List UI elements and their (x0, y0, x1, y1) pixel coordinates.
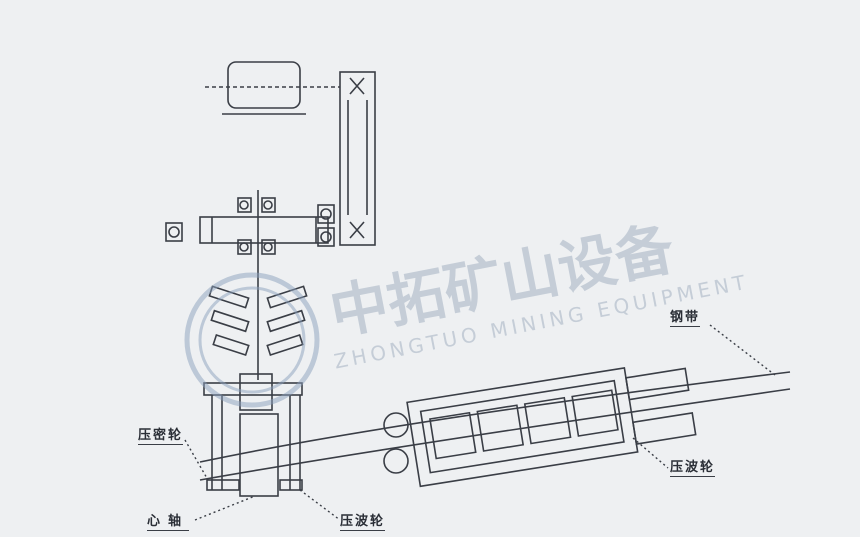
label-corrugating-roller-bottom: 压波轮 (340, 510, 386, 531)
corrugating-frame (406, 367, 697, 488)
label-corrugating-roller-right: 压波轮 (670, 456, 716, 477)
label-steel-strip: 钢带 (670, 306, 701, 327)
gear-shaft (165, 190, 335, 380)
label-mandrel: 心轴 (147, 510, 190, 531)
belt-drive (339, 71, 376, 246)
steel-strip (199, 371, 791, 481)
motor (205, 61, 340, 115)
leader-lines (184, 324, 776, 521)
watermark-logo (184, 272, 320, 408)
label-compacting-roller: 压密轮 (138, 424, 184, 445)
